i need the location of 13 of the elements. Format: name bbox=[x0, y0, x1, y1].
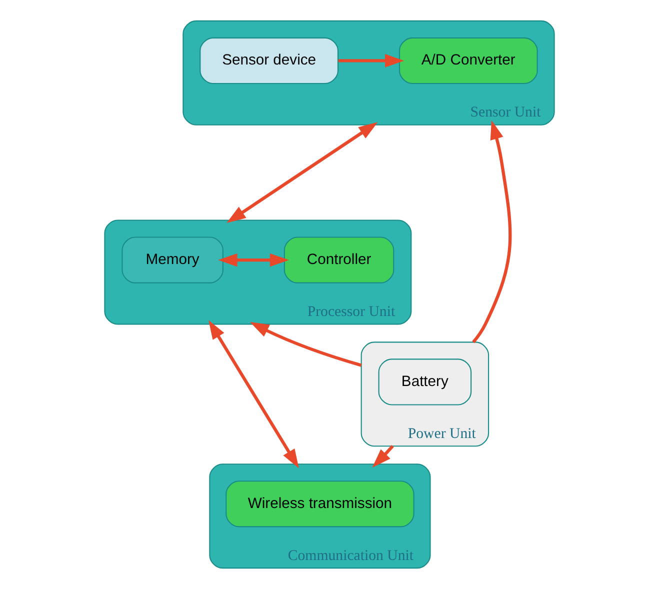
arrow bbox=[249, 322, 362, 367]
node-box: Sensor device bbox=[199, 37, 338, 84]
arrow bbox=[208, 320, 298, 468]
node-box: Memory bbox=[121, 236, 223, 284]
arrow bbox=[218, 253, 288, 267]
arrow bbox=[372, 445, 394, 468]
arrow bbox=[472, 120, 512, 344]
node-box: Battery bbox=[378, 358, 472, 406]
arrow bbox=[226, 122, 378, 223]
node-box: A/D Converter bbox=[398, 37, 538, 84]
arrow bbox=[338, 54, 404, 68]
node-box: Controller bbox=[283, 236, 394, 284]
node-box: Wireless transmission bbox=[225, 480, 414, 528]
